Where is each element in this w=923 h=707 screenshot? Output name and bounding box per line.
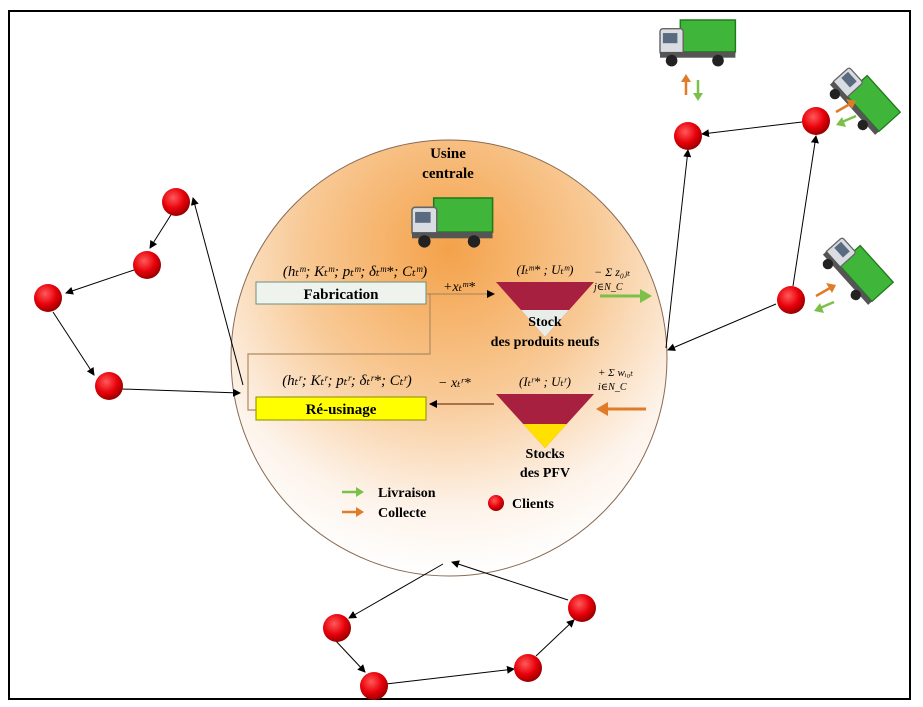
factory-title-line2: centrale <box>422 166 474 182</box>
route-edge <box>348 563 444 619</box>
legend-collection-arrowhead <box>356 507 364 517</box>
route-edge <box>451 560 569 601</box>
legend-collection-label: Collecte <box>378 506 426 521</box>
manufacturing-production-var: +xₜᵐ* <box>443 280 475 295</box>
legend-delivery-arrowhead <box>356 487 364 497</box>
new-stock-triangle <box>496 282 594 337</box>
route-edge <box>385 665 515 685</box>
route-edge <box>701 121 803 138</box>
new-stock-flow: − Σ z₀ⱼₜ <box>594 265 630 279</box>
factory-title-line1: Usine <box>430 146 466 162</box>
route-edge <box>792 135 819 287</box>
route-edge <box>65 269 135 295</box>
truck-icon <box>816 231 894 311</box>
client-node <box>568 594 596 622</box>
legend-client-icon <box>488 495 504 511</box>
central-factory <box>230 139 668 577</box>
pfv-stock-vars: (Iₜʳ* ; Uₜʳ) <box>519 374 571 389</box>
client-node <box>777 286 805 314</box>
new-stock-label-line2: des produits neufs <box>491 335 600 350</box>
truck-icon <box>823 61 901 141</box>
pfv-stock-triangle <box>496 394 594 448</box>
reusinage-box <box>255 396 427 421</box>
route-edge <box>667 303 777 351</box>
diagram-frame <box>8 10 911 700</box>
client-node <box>162 188 190 216</box>
client-node <box>95 372 123 400</box>
route-edge <box>190 197 244 386</box>
route-edge <box>121 388 241 397</box>
reman-feed-line <box>247 293 431 411</box>
collection-arrowhead <box>596 402 608 416</box>
new-stock-label-line1: Stock <box>528 315 562 330</box>
route-edge <box>52 311 95 376</box>
new-stock-vars: (Iₜᵐ* ; Uₜᵐ) <box>517 262 574 277</box>
client-node <box>133 251 161 279</box>
new-stock-level <box>521 310 569 337</box>
route-edge <box>149 209 175 249</box>
legend-clients-label: Clients <box>512 497 555 512</box>
new-stock-flow-sub: j∈N_C <box>592 282 623 293</box>
client-node <box>360 672 388 700</box>
fabrication-box <box>255 281 427 305</box>
truck-exchange-arrows <box>681 74 857 313</box>
reman-production-var: − xₜʳ* <box>438 376 471 391</box>
client-node <box>514 654 542 682</box>
delivery-arrowhead <box>640 289 652 303</box>
route-edge <box>535 619 575 657</box>
reman-params: (hₜʳ; Kₜʳ; pₜʳ; δₜʳ*; Cₜʳ) <box>282 373 412 389</box>
truck-icon <box>659 19 737 68</box>
reusinage-label: Ré-usinage <box>306 402 377 418</box>
client-node <box>34 284 62 312</box>
legend-delivery-label: Livraison <box>378 486 436 501</box>
pfv-stock-label-line1: Stocks <box>526 447 565 462</box>
client-node <box>674 122 702 150</box>
route-edge <box>665 149 692 349</box>
fabrication-label: Fabrication <box>304 287 380 303</box>
client-node <box>802 107 830 135</box>
pfv-stock-flow: + Σ wᵢ₀ₜ <box>598 367 633 379</box>
manufacturing-params: (hₜᵐ; Kₜᵐ; pₜᵐ; δₜᵐ*; Cₜᵐ) <box>283 264 427 280</box>
pfv-stock-label-line2: des PFV <box>520 466 570 481</box>
route-edge <box>334 639 366 673</box>
pfv-stock-flow-sub: i∈N_C <box>598 382 627 393</box>
client-node <box>323 614 351 642</box>
pfv-stock-level <box>523 424 567 448</box>
